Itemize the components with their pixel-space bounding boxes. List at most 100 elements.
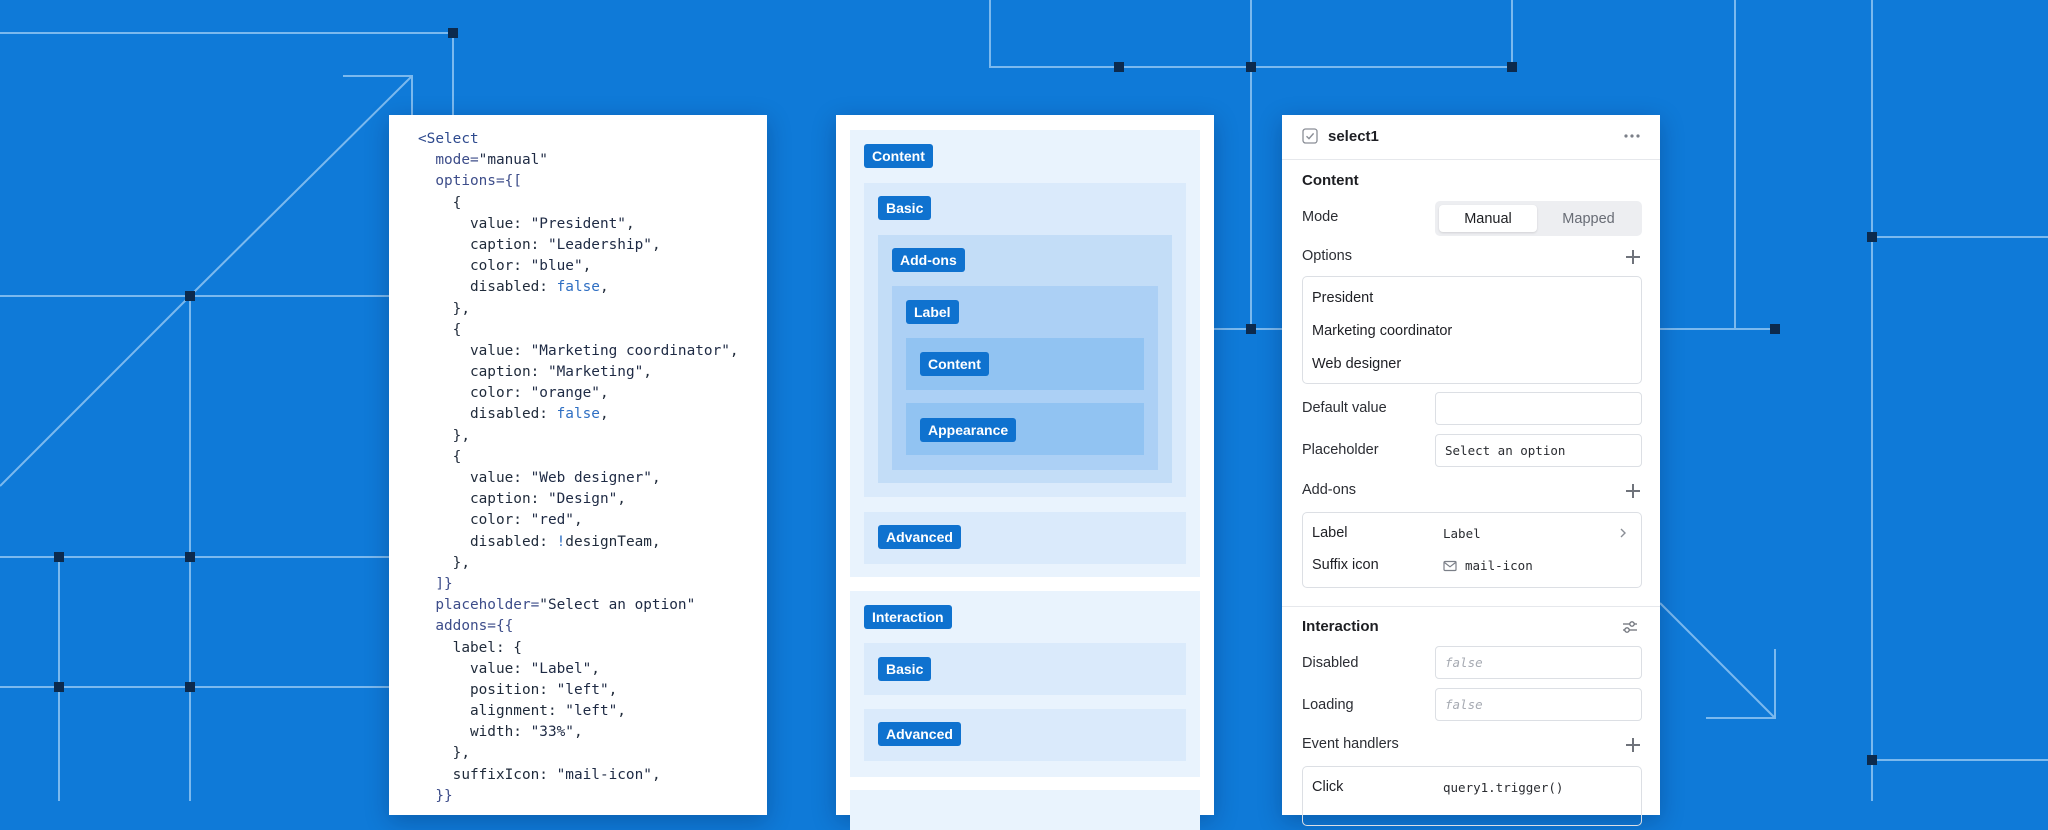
addon-suffix-name: Suffix icon [1312,557,1379,573]
code-token: "Marketing coordinator" [530,342,730,359]
code-token: ! [556,533,566,550]
code-line: }} [418,786,767,807]
placeholder-input[interactable]: Select an option [1435,434,1642,467]
code-token: "Marketing" [547,364,644,381]
interaction-pill[interactable]: Interaction [864,605,952,629]
code-token: "red" [530,512,574,529]
loading-input[interactable]: false [1435,688,1642,721]
code-token: , [582,258,592,275]
circuit-background [0,0,2048,801]
event-handler-row[interactable]: Click query1.trigger() [1302,766,1642,826]
code-line: label: { [418,638,767,659]
option-item[interactable]: Web designer [1312,356,1402,372]
default-value-label: Default value [1302,400,1387,416]
sliders-icon[interactable] [1621,618,1639,636]
mode-mapped-option[interactable]: Mapped [1562,210,1615,227]
more-icon[interactable] [1623,128,1641,144]
code-line: value: "Marketing coordinator", [418,341,767,362]
basic-pill[interactable]: Basic [878,196,932,220]
code-line: addons={{ [418,616,767,637]
code-token: , [599,385,609,402]
option-item[interactable]: Marketing coordinator [1312,323,1453,339]
next-group [850,790,1200,830]
code-token: , [608,681,618,698]
code-token: , [573,724,583,741]
disabled-label: Disabled [1302,655,1359,671]
code-line: options={[ [418,171,767,192]
code-token: value: [418,470,531,486]
code-editor[interactable]: <Select mode="manual" options={[ { value… [389,115,767,807]
code-line: { [418,320,767,341]
code-line: }, [418,553,767,574]
interaction-advanced-pill[interactable]: Advanced [878,722,961,746]
code-line: disabled: false, [418,404,767,425]
chevron-right-icon[interactable] [1618,526,1628,540]
code-line: { [418,193,767,214]
code-line: }, [418,743,767,764]
default-value-input[interactable] [1435,392,1642,425]
code-line: }, [418,299,767,320]
code-token: false [556,406,600,423]
addon-label-name: Label [1312,525,1348,541]
code-token: color: [418,385,531,402]
placeholder-label: Placeholder [1302,442,1379,458]
addons-label: Add-ons [1302,482,1357,498]
addons-pill[interactable]: Add-ons [892,248,965,272]
code-line: { [418,447,767,468]
option-item[interactable]: President [1312,290,1374,306]
code-token: , [599,406,609,423]
code-token: "Select an option" [539,597,696,614]
code-token: { [418,194,462,211]
code-token: , [591,660,600,677]
add-option-icon[interactable] [1626,250,1640,264]
code-token: , [651,236,661,253]
code-token: value: [418,660,531,677]
code-token: "Web designer" [530,470,652,486]
code-line: width: "33%", [418,722,767,743]
code-token: { [418,448,462,465]
code-token: label: { [418,639,522,656]
code-line: caption: "Marketing", [418,362,767,383]
component-name[interactable]: select1 [1328,128,1379,145]
addon-suffix-value[interactable]: mail-icon [1465,558,1533,573]
code-token: disabled: [418,279,557,296]
content-section-title: Content [1302,172,1359,189]
code-token: value: [418,342,531,359]
structure-panel: Content Basic Add-ons Label Content Appe… [836,115,1214,830]
advanced-pill[interactable]: Advanced [878,525,961,549]
code-token: value: [418,215,531,232]
interaction-basic-pill[interactable]: Basic [878,657,932,681]
code-token: Select [426,131,479,147]
code-token: }, [418,427,470,444]
content-pill[interactable]: Content [864,144,933,168]
header-divider [1282,159,1660,160]
code-line: mode="manual" [418,150,767,171]
interaction-section-title: Interaction [1302,618,1379,635]
add-addon-icon[interactable] [1626,484,1640,498]
interaction-divider [1282,606,1660,607]
code-line: value: "President", [418,214,767,235]
code-token: "Label" [530,660,592,677]
code-token: , [573,512,583,529]
label-content-pill[interactable]: Content [920,352,989,376]
code-token: , [651,766,661,783]
addon-label-value[interactable]: Label [1443,526,1481,541]
code-token: }, [418,745,470,762]
appearance-pill[interactable]: Appearance [920,418,1017,442]
loading-label: Loading [1302,697,1354,713]
event-handlers-label: Event handlers [1302,736,1399,752]
add-event-handler-icon[interactable] [1626,738,1640,752]
code-token: "orange" [530,385,600,402]
code-token: , [643,364,652,381]
code-token: options={[ [435,173,522,190]
code-token: placeholder= [435,597,540,614]
code-token: ]} [418,575,453,592]
code-token [418,618,435,634]
code-line: caption: "Design", [418,489,767,510]
disabled-input[interactable]: false [1435,646,1642,679]
code-token: "Leadership" [547,236,652,253]
code-token: position: [418,681,557,698]
label-pill[interactable]: Label [906,300,959,324]
mode-manual-option[interactable]: Manual [1439,205,1537,232]
event-click-value: query1.trigger() [1443,780,1564,795]
